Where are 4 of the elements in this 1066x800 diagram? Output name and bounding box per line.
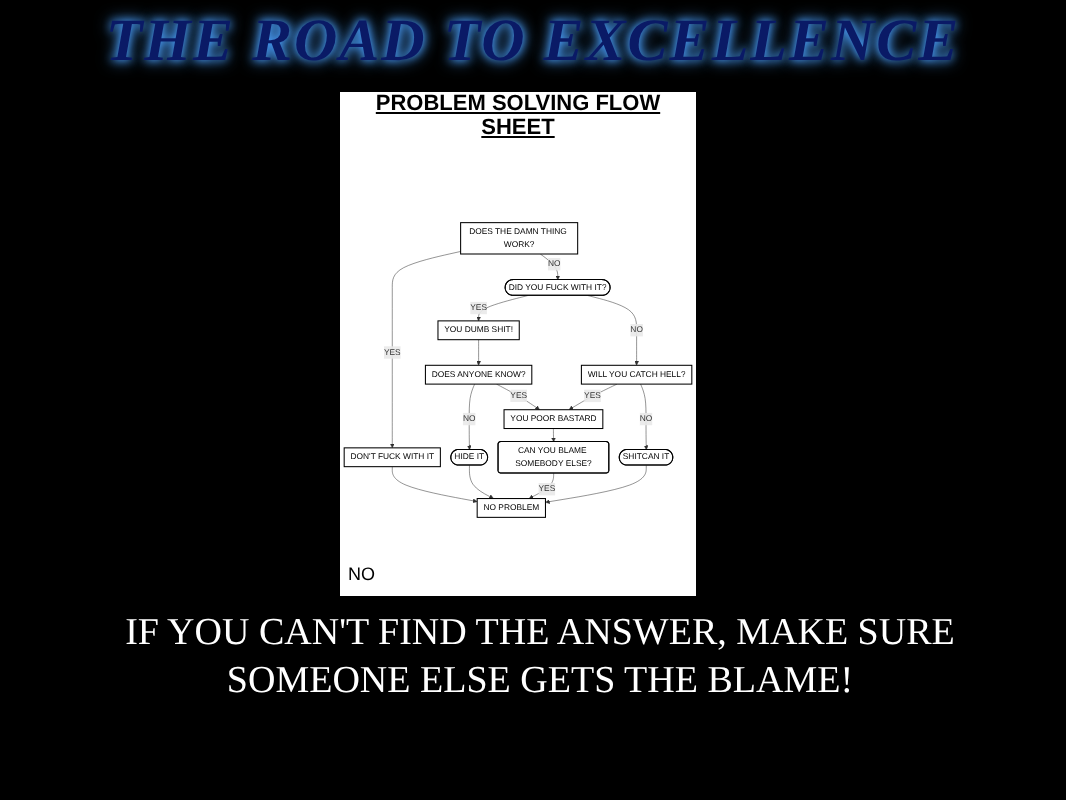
- side-note: NO: [348, 564, 375, 584]
- poster-title: THE ROAD TO EXCELLENCE: [103, 8, 963, 76]
- flowchart-heading: PROBLEM SOLVING FLOW SHEET: [373, 92, 663, 140]
- poster-caption: IF YOU CAN'T FIND THE ANSWER, MAKE SURE SOMEONE ELSE GETS THE BLAME!: [123, 610, 957, 706]
